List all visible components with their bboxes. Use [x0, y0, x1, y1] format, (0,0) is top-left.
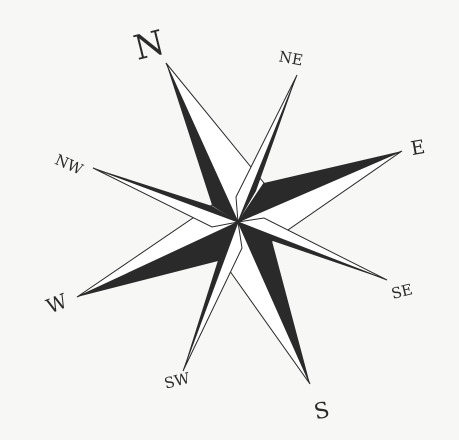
label-e: E [409, 136, 426, 160]
label-w: W [43, 288, 71, 318]
label-nw: NW [52, 151, 86, 179]
label-sw: SW [162, 369, 192, 393]
compass-rose-star [77, 63, 402, 384]
label-se: SE [389, 280, 414, 303]
label-ne: NE [277, 48, 304, 70]
label-s: S [312, 398, 332, 426]
label-n: N [130, 23, 169, 69]
